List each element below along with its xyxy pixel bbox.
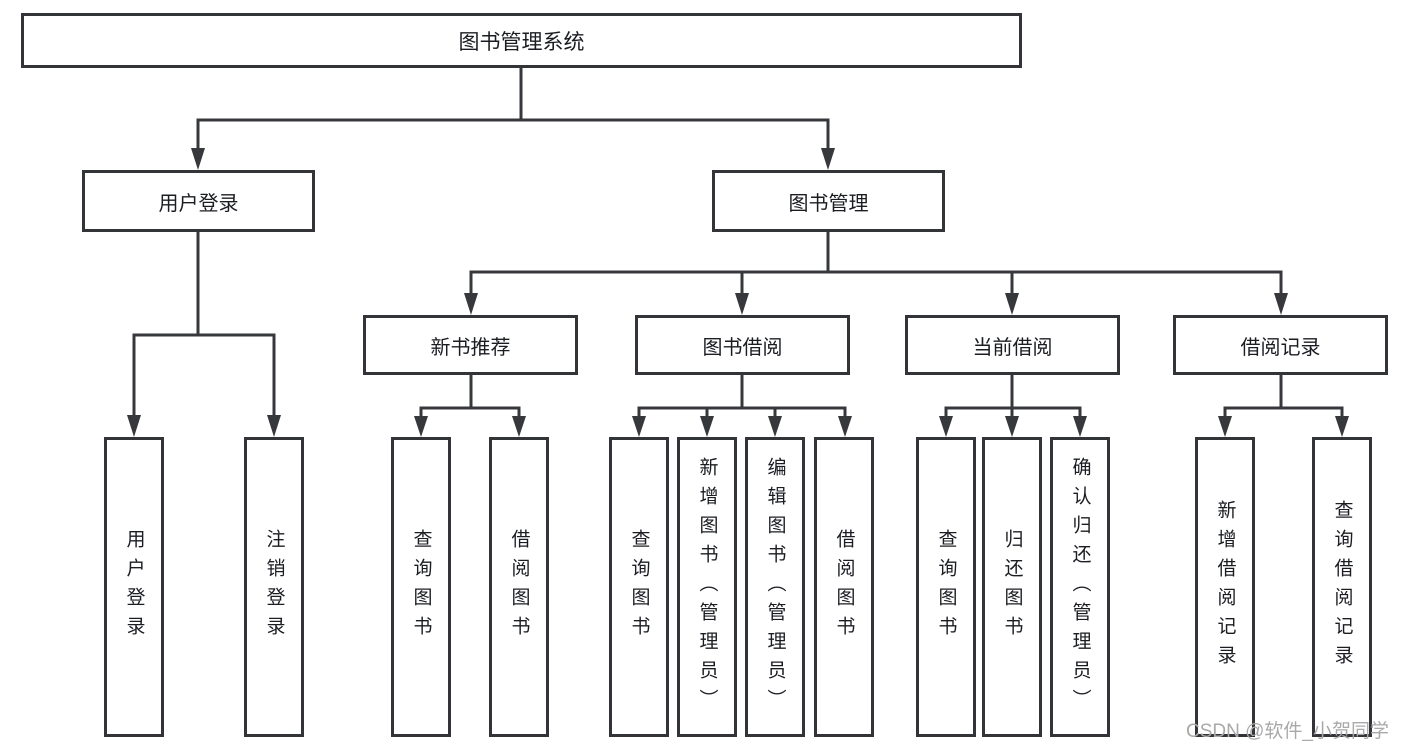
leaf-borrow-books-recommend-label: 借阅图书 [508, 529, 530, 645]
leaf-confirm-return-admin-label: 确认归还（管理员） [1069, 456, 1091, 718]
leaf-query-books-recommend-label: 查询图书 [410, 529, 432, 645]
node-book-borrowing-label: 图书借阅 [702, 336, 783, 359]
node-user-login-label: 用户登录 [158, 192, 239, 215]
leaf-confirm-return-admin: 确认归还（管理员） [1050, 437, 1110, 737]
leaf-borrow-books-borrowing-label: 借阅图书 [833, 529, 855, 645]
node-book-management: 图书管理 [712, 170, 945, 232]
leaf-logout-label: 注销登录 [263, 529, 285, 645]
leaf-return-books: 归还图书 [982, 437, 1042, 737]
leaf-edit-book-admin-label: 编辑图书（管理员） [764, 456, 786, 718]
node-new-book-recommendation: 新书推荐 [363, 315, 578, 375]
leaf-add-book-admin: 新增图书（管理员） [677, 437, 737, 737]
leaf-query-books-borrowing: 查询图书 [609, 437, 669, 737]
leaf-user-login-label: 用户登录 [123, 529, 145, 645]
node-user-login: 用户登录 [82, 170, 315, 232]
node-borrowing-records: 借阅记录 [1173, 315, 1388, 375]
leaf-add-borrow-record-label: 新增借阅记录 [1214, 500, 1236, 674]
leaf-query-borrow-record-label: 查询借阅记录 [1331, 500, 1353, 674]
node-book-management-label: 图书管理 [788, 192, 869, 215]
leaf-borrow-books-borrowing: 借阅图书 [814, 437, 874, 737]
node-borrowing-records-label: 借阅记录 [1240, 336, 1321, 359]
leaf-borrow-books-recommend: 借阅图书 [489, 437, 549, 737]
leaf-add-borrow-record: 新增借阅记录 [1195, 437, 1255, 737]
node-current-borrowing: 当前借阅 [905, 315, 1120, 375]
node-book-borrowing: 图书借阅 [635, 315, 850, 375]
leaf-edit-book-admin: 编辑图书（管理员） [745, 437, 805, 737]
leaf-add-book-admin-label: 新增图书（管理员） [696, 456, 718, 718]
watermark: CSDN @软件_小贺同学 [1186, 721, 1389, 742]
leaf-query-books-borrowing-label: 查询图书 [628, 529, 650, 645]
leaf-query-books-recommend: 查询图书 [391, 437, 451, 737]
leaf-return-books-label: 归还图书 [1001, 529, 1023, 645]
leaf-query-books-current: 查询图书 [916, 437, 976, 737]
node-root: 图书管理系统 [21, 13, 1022, 68]
leaf-query-borrow-record: 查询借阅记录 [1312, 437, 1372, 737]
node-new-book-recommendation-label: 新书推荐 [430, 336, 511, 359]
leaf-query-books-current-label: 查询图书 [935, 529, 957, 645]
node-root-label: 图书管理系统 [458, 30, 585, 54]
node-current-borrowing-label: 当前借阅 [972, 336, 1053, 359]
leaf-logout: 注销登录 [244, 437, 304, 737]
leaf-user-login: 用户登录 [104, 437, 164, 737]
